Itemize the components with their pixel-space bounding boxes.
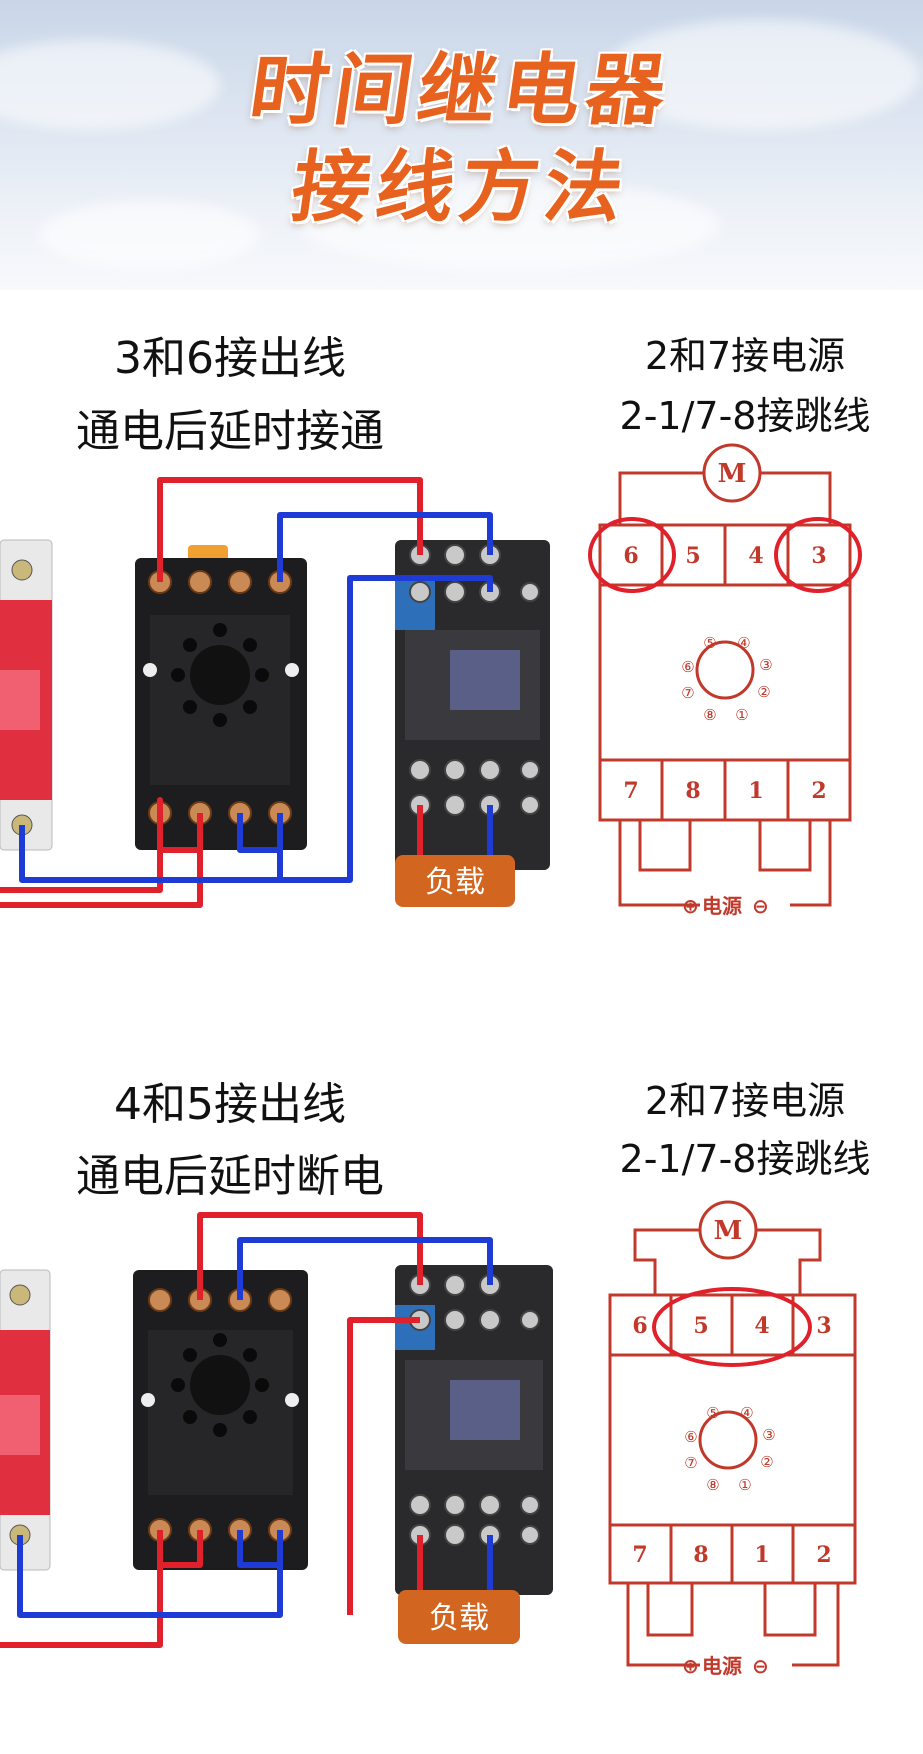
- s1-left-caption-line1: 3和6接出线: [114, 333, 346, 384]
- s1-right-caption-line2: 2-1/7-8接跳线: [619, 394, 871, 438]
- s2-contactor: [395, 1265, 553, 1595]
- svg-text:⑧: ⑧: [706, 1476, 719, 1494]
- s1-top-terminals: 6 5 4 3: [623, 543, 826, 569]
- page-title-line1: 时间继电器: [244, 46, 677, 136]
- s2-relay-socket: [133, 1270, 308, 1570]
- svg-text:②: ②: [757, 683, 770, 701]
- s1-relay-schematic: M 6 5 4 3 7 8 1 2 ① ② ③ ④ ⑤ ⑥ ⑦ ⑧ ⊕ 电源 ⊖: [588, 443, 862, 918]
- s1-load-label: 负载: [425, 865, 485, 900]
- svg-text:8: 8: [693, 1542, 708, 1568]
- s1-relay-socket: [135, 545, 307, 850]
- svg-text:⑧: ⑧: [703, 706, 716, 724]
- svg-text:⑦: ⑦: [681, 684, 694, 702]
- svg-text:①: ①: [738, 1476, 751, 1494]
- svg-text:①: ①: [735, 706, 748, 724]
- s1-right-caption-line1: 2和7接电源: [644, 334, 846, 378]
- svg-text:7: 7: [623, 778, 638, 804]
- page-title-line2: 接线方法: [286, 143, 635, 233]
- s2-left-caption-line1: 4和5接出线: [114, 1079, 346, 1130]
- s1-power-plus: ⊕: [682, 894, 699, 918]
- s1-power-label: 电源: [702, 894, 742, 918]
- svg-text:7: 7: [632, 1542, 647, 1568]
- s2-right-caption-line2: 2-1/7-8接跳线: [619, 1137, 871, 1181]
- s1-wiring-diagram: 负载: [0, 477, 550, 908]
- s2-power-plus: ⊕: [682, 1654, 699, 1678]
- s1-circuit-breaker: [0, 539, 53, 851]
- svg-text:8: 8: [685, 778, 700, 804]
- s2-top-terminals: 6 5 4 3: [632, 1313, 831, 1339]
- svg-text:③: ③: [762, 1426, 775, 1444]
- s1-load-box: 负载: [395, 855, 515, 907]
- s2-wiring-diagram: 负载: [0, 1212, 553, 1648]
- s1-power-minus: ⊖: [752, 894, 769, 918]
- svg-text:1: 1: [748, 778, 763, 804]
- s2-relay-schematic: M 6 5 4 3 7 8 1 2 ① ② ③ ④ ⑤ ⑥ ⑦ ⑧ ⊕ 电源 ⊖: [608, 1200, 857, 1678]
- svg-text:⑥: ⑥: [681, 658, 694, 676]
- svg-text:1: 1: [754, 1542, 769, 1568]
- s1-circle-pins: ① ② ③ ④ ⑤ ⑥ ⑦ ⑧: [681, 634, 772, 724]
- svg-text:5: 5: [693, 1313, 708, 1339]
- s2-circle-pins: ① ② ③ ④ ⑤ ⑥ ⑦ ⑧: [684, 1404, 775, 1494]
- svg-text:4: 4: [754, 1313, 769, 1339]
- svg-text:2: 2: [816, 1542, 831, 1568]
- svg-text:⑥: ⑥: [684, 1428, 697, 1446]
- svg-text:3: 3: [811, 543, 826, 569]
- s2-red-wires: [0, 1212, 423, 1648]
- s2-left-caption-line2: 通电后延时断电: [76, 1151, 384, 1202]
- header-banner: 时间继电器 接线方法: [0, 0, 923, 290]
- svg-text:④: ④: [737, 634, 750, 652]
- svg-text:⑤: ⑤: [706, 1404, 719, 1422]
- svg-text:6: 6: [632, 1313, 647, 1339]
- s2-blue-wires: [17, 1237, 493, 1618]
- svg-text:②: ②: [760, 1453, 773, 1471]
- svg-text:3: 3: [816, 1313, 831, 1339]
- s2-power-minus: ⊖: [752, 1654, 769, 1678]
- svg-text:5: 5: [685, 543, 700, 569]
- svg-text:④: ④: [740, 1404, 753, 1422]
- svg-text:4: 4: [748, 543, 763, 569]
- svg-text:6: 6: [623, 543, 638, 569]
- s1-contactor: [395, 540, 550, 870]
- s1-bottom-terminals: 7 8 1 2: [623, 778, 826, 804]
- s1-left-caption-line2: 通电后延时接通: [76, 406, 384, 457]
- svg-text:⑤: ⑤: [703, 634, 716, 652]
- s2-power-label: 电源: [702, 1654, 742, 1678]
- s2-right-caption-line1: 2和7接电源: [644, 1079, 846, 1123]
- s2-motor-label: M: [714, 1216, 743, 1246]
- s2-load-label: 负载: [429, 1601, 489, 1636]
- s2-load-box: 负载: [398, 1590, 520, 1644]
- s2-bottom-terminals: 7 8 1 2: [632, 1542, 831, 1568]
- svg-text:2: 2: [811, 778, 826, 804]
- s1-motor-label: M: [718, 459, 747, 489]
- s2-circuit-breaker: [0, 1269, 51, 1571]
- svg-text:⑦: ⑦: [684, 1454, 697, 1472]
- svg-text:③: ③: [759, 656, 772, 674]
- s1-blue-wires: [19, 512, 493, 883]
